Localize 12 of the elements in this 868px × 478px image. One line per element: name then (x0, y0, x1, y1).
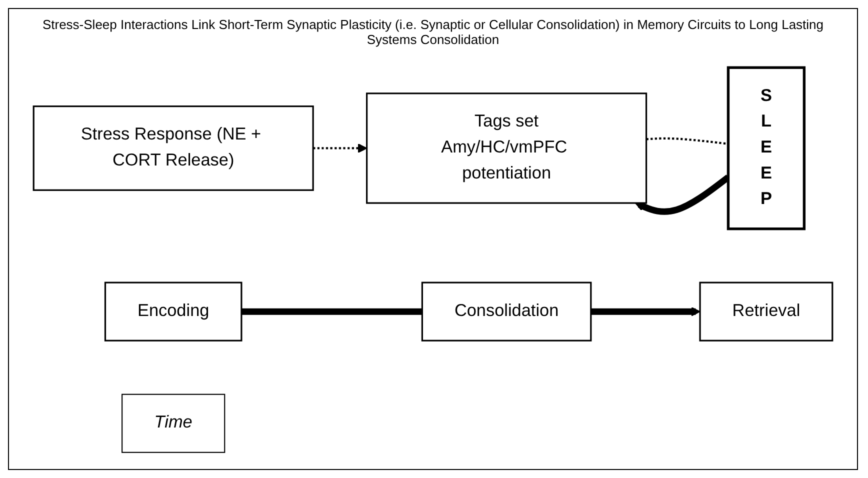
connector (241, 308, 422, 315)
arrow (313, 143, 368, 153)
arrow (590, 306, 700, 316)
node-box: Consolidation (421, 282, 592, 342)
diagram-title: Stress-Sleep Interactions Link Short-Term Synaptic Plasticity (i.e. Synaptic or Cellular Consolidation) in Memory Circuits to Long Lasting Systems Consolidation (41, 17, 825, 47)
node-box: Time (122, 394, 226, 453)
node-box: Retrieval (699, 282, 834, 342)
connector (646, 137, 728, 145)
node-box: Encoding (104, 282, 242, 342)
node-box: S L E E P (726, 66, 806, 230)
node-box: Tags set Amy/HC/vmPFC potentiation (366, 92, 648, 204)
node-box: Stress Response (NE + CORT Release) (32, 106, 314, 191)
